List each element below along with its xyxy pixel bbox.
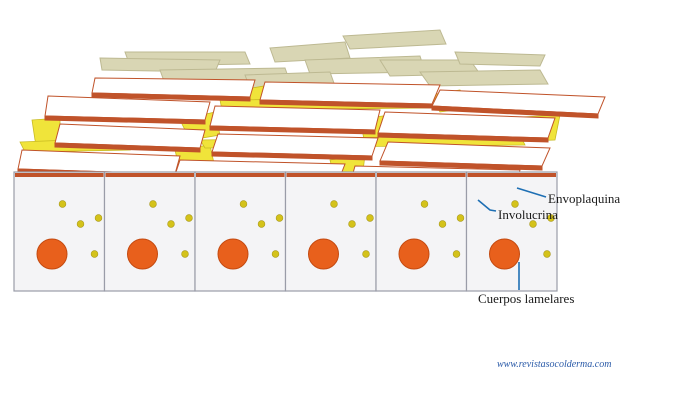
lamellar-body <box>543 250 551 258</box>
lamellar-body <box>90 250 99 258</box>
leader-line-involucrina <box>477 199 497 212</box>
cell-body <box>284 171 377 292</box>
lamellar-body <box>452 250 461 258</box>
nucleus <box>398 238 430 270</box>
lamellar-body <box>149 200 157 208</box>
lamellar-body <box>420 200 429 208</box>
nucleus <box>308 238 339 270</box>
lamellar-body <box>239 200 248 208</box>
cell-body <box>13 171 106 292</box>
leader-line-envoplaquina <box>516 187 547 198</box>
nucleus <box>127 238 158 270</box>
lamellar-body <box>185 214 193 222</box>
label-cuerpos-lamelares: Cuerpos lamelares <box>478 291 575 306</box>
lamellar-body <box>366 214 374 222</box>
cell-top-edge <box>467 173 556 177</box>
lamellar-body <box>76 220 85 228</box>
nucleus <box>36 238 68 270</box>
cell-top-edge <box>377 173 466 177</box>
granular-cells <box>13 171 558 292</box>
granular-cell <box>465 171 558 292</box>
lamellar-body <box>362 250 370 258</box>
cell-top-edge <box>286 173 375 177</box>
lamellar-body <box>529 220 537 228</box>
lamellar-body <box>181 250 189 258</box>
granular-cell <box>13 171 106 292</box>
cell-top-edge <box>196 173 285 177</box>
lamellar-body <box>456 214 465 222</box>
lamellar-body <box>275 214 284 222</box>
label-envoplaquina: Envoplaquina <box>548 191 621 206</box>
granular-cell <box>194 171 287 292</box>
lamellar-body <box>438 220 447 228</box>
label-involucrina: Involucrina <box>498 207 558 222</box>
lamellar-body <box>257 220 266 228</box>
lamellar-body <box>58 200 67 208</box>
lamellar-body <box>511 200 519 208</box>
cell-body <box>375 171 468 292</box>
granular-cell <box>103 171 196 292</box>
granular-cell <box>284 171 377 292</box>
cell-body <box>103 171 196 292</box>
lamellar-body <box>167 220 175 228</box>
source-url: www.revistasocolderma.com <box>497 359 612 370</box>
lamellar-body <box>271 250 280 258</box>
lamellar-body <box>94 214 103 222</box>
cell-body <box>465 171 558 292</box>
lamellar-body <box>348 220 356 228</box>
nucleus <box>489 238 520 270</box>
lamellar-body <box>547 214 555 222</box>
nucleus <box>217 238 249 270</box>
granular-cell <box>375 171 468 292</box>
lamellar-body <box>330 200 338 208</box>
cell-top-edge <box>15 173 104 177</box>
cell-top-edge <box>105 173 194 177</box>
leader-lines <box>477 187 547 290</box>
cell-body <box>194 171 287 292</box>
